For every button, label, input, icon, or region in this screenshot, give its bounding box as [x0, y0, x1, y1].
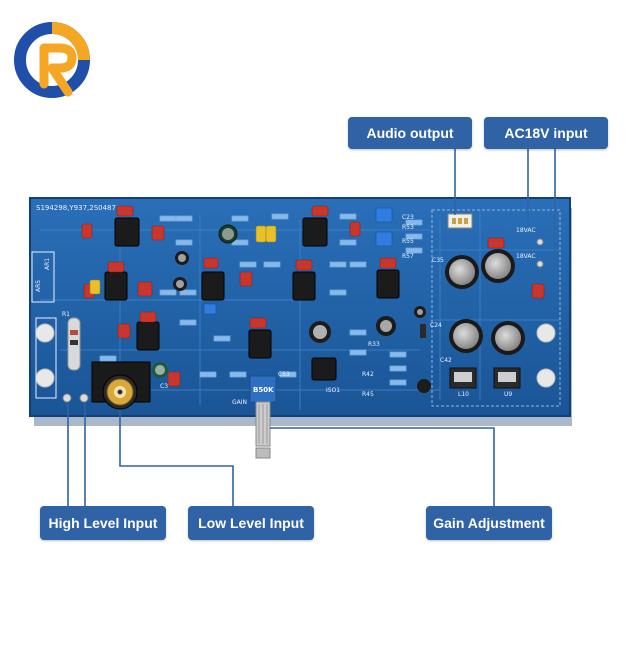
gain-potentiometer: B50K — [249, 375, 277, 459]
silk-r42: R42 — [362, 371, 374, 378]
silk-r53: R53 — [402, 224, 414, 231]
silk-r55: R55 — [402, 238, 414, 245]
silk-r45: R45 — [362, 391, 374, 398]
silk-r1: R1 — [62, 311, 70, 318]
silk-r57: R57 — [402, 253, 414, 260]
audio-output-label: Audio output — [348, 117, 472, 149]
silk-vac-bottom: 18VAC — [516, 253, 536, 260]
silk-c35: C35 — [432, 257, 444, 264]
silk-r33: R33 — [368, 341, 380, 348]
ac-input-label: AC18V input — [484, 117, 608, 149]
silk-gain: GAIN — [232, 399, 247, 406]
high-level-terminals — [62, 393, 89, 403]
low-level-input-label: Low Level Input — [188, 506, 314, 540]
pot-mark: B50K — [253, 386, 274, 394]
brand-logo — [14, 22, 90, 98]
silk-ar1: AR1 — [44, 258, 51, 270]
silk-c53: C53 — [278, 371, 290, 378]
silk-ar5: AR5 — [35, 280, 42, 292]
silk-c42: C42 — [440, 357, 452, 364]
high-level-input-label: High Level Input — [40, 506, 166, 540]
silk-l10: L10 — [458, 391, 469, 398]
silk-vac-top: 18VAC — [516, 227, 536, 234]
silk-u9: U9 — [504, 391, 512, 398]
audio-output-connector — [447, 213, 473, 229]
silk-c23: C23 — [402, 214, 414, 221]
silk-c24: C24 — [430, 322, 442, 329]
rca-input-jack — [91, 361, 151, 410]
pcb-board: AR5 AR1 S194298,Y937,2S0487 — [29, 197, 571, 459]
gain-adjustment-label: Gain Adjustment — [426, 506, 552, 540]
silk-c3: C3 — [160, 383, 168, 390]
silk-code: S194298,Y937,2S0487 — [36, 204, 116, 212]
silk-iso1: ISO1 — [326, 387, 340, 394]
